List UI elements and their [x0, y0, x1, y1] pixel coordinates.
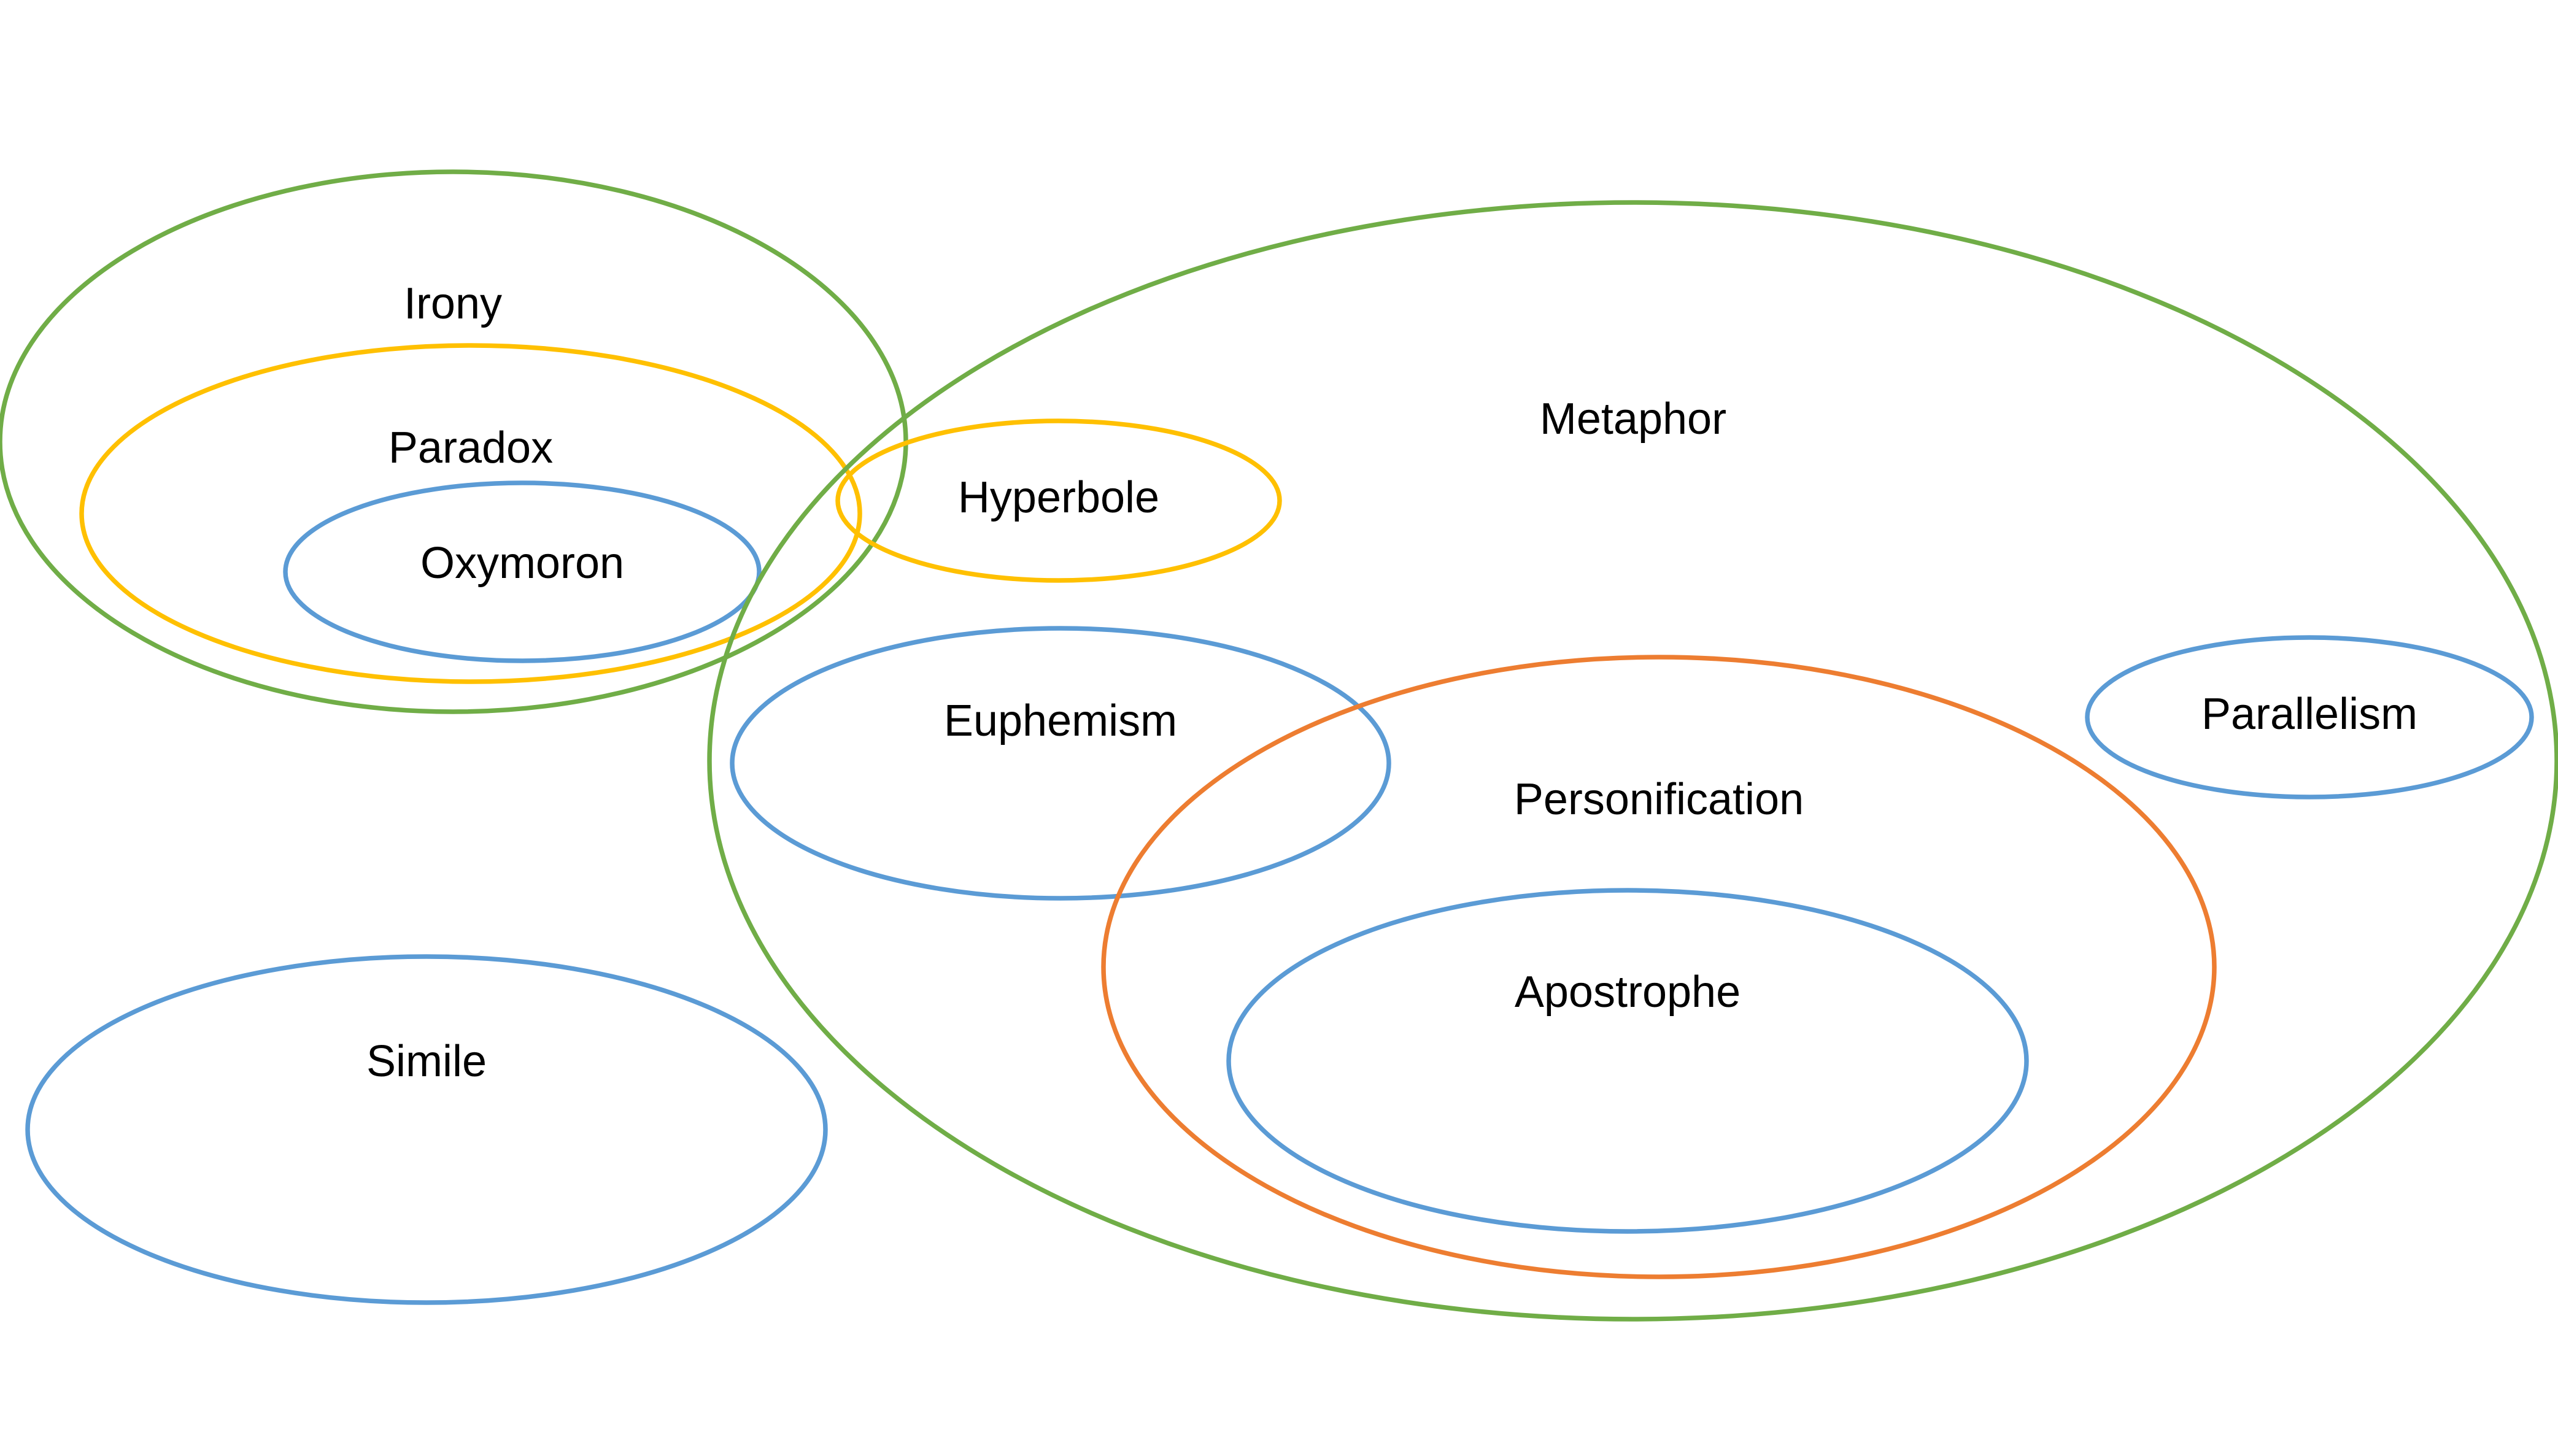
metaphor-label: Metaphor	[1540, 395, 1726, 444]
apostrophe-ellipse	[1226, 888, 2029, 1234]
simile-ellipse	[25, 954, 828, 1305]
personification-ellipse	[1101, 655, 2217, 1279]
irony-label: Irony	[404, 279, 502, 328]
euphemism-label: Euphemism	[944, 696, 1177, 745]
apostrophe-label: Apostrophe	[1515, 968, 1741, 1017]
oxymoron-ellipse	[283, 480, 762, 663]
oxymoron-label: Oxymoron	[420, 539, 624, 588]
parallelism-label: Parallelism	[2201, 690, 2417, 739]
hyperbole-label: Hyperbole	[958, 473, 1159, 522]
hyperbole-ellipse	[835, 418, 1282, 583]
paradox-label: Paradox	[388, 423, 553, 472]
euphemism-ellipse	[730, 626, 1391, 901]
personification-label: Personification	[1514, 775, 1804, 824]
parallelism-ellipse	[2085, 635, 2534, 799]
simile-label: Simile	[366, 1037, 487, 1086]
paradox-ellipse	[79, 343, 862, 684]
metaphor-ellipse	[707, 200, 2558, 1322]
